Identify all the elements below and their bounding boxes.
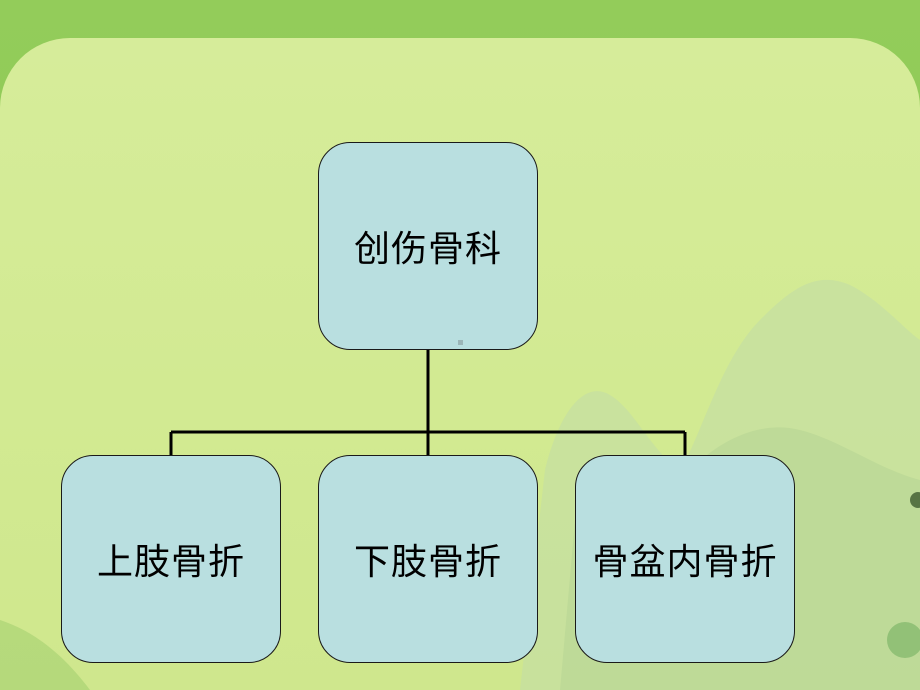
root-node: 创伤骨科 — [318, 142, 538, 350]
child-node-lower-limb: 下肢骨折 — [318, 455, 538, 663]
marker-dot — [458, 340, 463, 345]
child-node-upper-limb: 上肢骨折 — [61, 455, 281, 663]
child-node-label: 下肢骨折 — [353, 542, 502, 583]
child-node-label: 骨盆内骨折 — [592, 542, 778, 583]
child-node-pelvis: 骨盆内骨折 — [575, 455, 795, 663]
root-node-label: 创伤骨科 — [353, 229, 502, 270]
child-node-label: 上肢骨折 — [96, 542, 245, 583]
